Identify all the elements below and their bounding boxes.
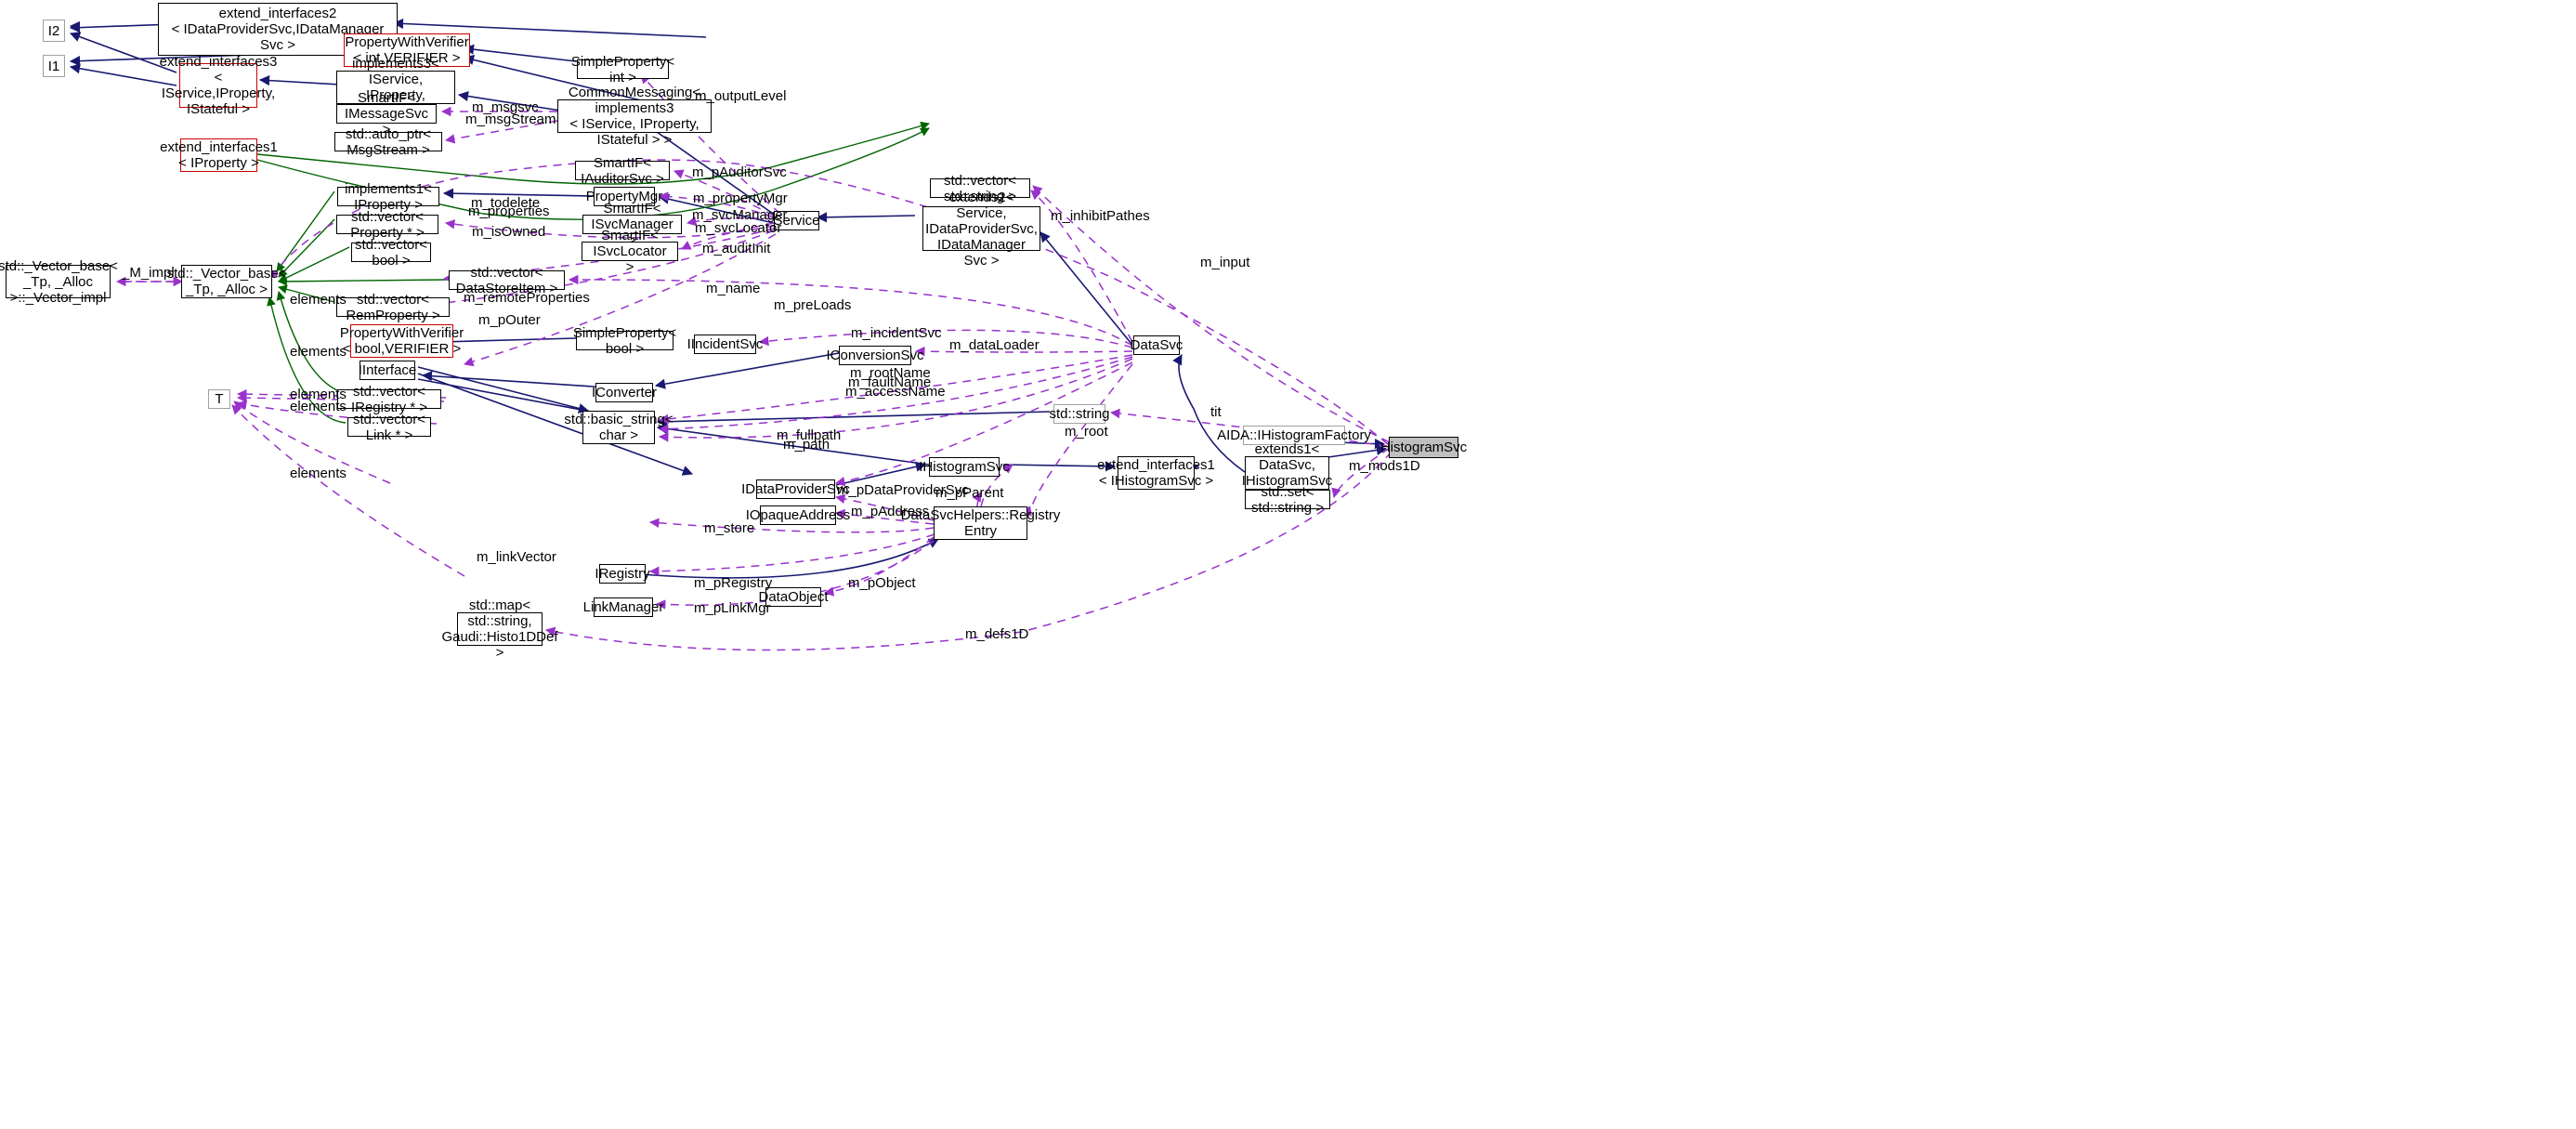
- edge-label-m_store: m_store: [704, 520, 755, 536]
- class-node-vector_datastoreitem[interactable]: std::vector< DataStoreItem >: [449, 265, 565, 296]
- edge-label-m_accessName: m_accessName: [845, 384, 946, 400]
- edge-label-m_pOuter: m_pOuter: [478, 312, 541, 328]
- edge-label-m_svcLocator: m_svcLocator: [695, 220, 782, 236]
- edge-label-elements5: elements: [290, 466, 347, 481]
- edge-label-m_faultName: m_faultName: [848, 374, 932, 390]
- edge-label-m_propertyMgr: m_propertyMgr: [693, 190, 788, 206]
- class-node-vector_link_ptr[interactable]: std::vector< Link * >: [347, 412, 431, 443]
- class-node-iincidentsvc[interactable]: IIncidentSvc: [686, 335, 764, 354]
- edge-label-m_svcManager: m_svcManager: [692, 207, 788, 223]
- class-node-dataobject[interactable]: DataObject: [758, 587, 829, 607]
- edge-label-m_pLinkMgr: m_pLinkMgr: [694, 600, 771, 616]
- class-node-property_with_verifier_int[interactable]: PropertyWithVerifier < int,VERIFIER >: [344, 33, 470, 67]
- class-node-common_messaging[interactable]: CommonMessaging< implements3 < IService,…: [557, 85, 712, 148]
- class-node-iconverter[interactable]: IConverter: [591, 383, 658, 402]
- class-node-t_box[interactable]: T: [208, 389, 230, 409]
- edge-label-m_properties: m_properties: [468, 203, 550, 219]
- edge-label-m_dataLoader: m_dataLoader: [949, 337, 1040, 353]
- class-node-extend_interfaces1_iproperty[interactable]: extend_interfaces1 < IProperty >: [160, 138, 278, 172]
- class-node-idataprovidersvc[interactable]: IDataProviderSvc: [741, 479, 850, 499]
- class-node-iregistry[interactable]: IRegistry: [595, 564, 650, 584]
- class-node-map_histo1ddef[interactable]: std::map< std::string, Gaudi::Histo1DDef…: [441, 597, 558, 661]
- class-node-basic_string_char[interactable]: std::basic_string< char >: [564, 411, 673, 444]
- edge-label-m_fullpath: m_fullpath: [777, 427, 842, 443]
- edge-label-m_pAddress: m_pAddress: [851, 504, 930, 519]
- class-node-aida_ihistogramfactory[interactable]: AIDA::IHistogramFactory: [1217, 426, 1371, 445]
- class-node-implements1_iproperty[interactable]: implements1< IProperty >: [337, 181, 439, 213]
- edge-label-m_name: m_name: [706, 281, 761, 296]
- class-node-vector_remproperty[interactable]: std::vector< RemProperty >: [336, 292, 450, 323]
- edge-label-tit: tit: [1210, 404, 1222, 420]
- class-node-datasvc[interactable]: DataSvc: [1130, 335, 1183, 355]
- edge-label-m_pObject: m_pObject: [848, 575, 916, 591]
- class-node-vector_base_impl[interactable]: std::_Vector_base< _Tp, _Alloc >::_Vecto…: [0, 257, 118, 306]
- class-node-smartif_isvclocator[interactable]: SmartIF< ISvcLocator >: [582, 228, 678, 275]
- edge-label-m_isOwned: m_isOwned: [472, 224, 546, 240]
- class-node-simple_property_bool[interactable]: SimpleProperty< bool >: [572, 324, 677, 357]
- edge-label-m_pDataProviderSvc: m_pDataProviderSvc: [837, 482, 969, 498]
- edge-label-elements3: elements: [290, 387, 347, 402]
- class-node-property_with_verifier_bool[interactable]: PropertyWithVerifier < bool,VERIFIER >: [339, 324, 464, 358]
- edge-label-m_inhibitPathes: m_inhibitPathes: [1051, 208, 1150, 224]
- class-node-i2[interactable]: I2: [43, 20, 65, 42]
- class-node-histogramsvc[interactable]: HistogramSvc: [1380, 437, 1467, 458]
- edge-label-m_rootName: m_rootName: [850, 365, 931, 381]
- edge-label-m_input: m_input: [1200, 255, 1250, 270]
- class-node-vector_property_ptr[interactable]: std::vector< Property * >: [336, 209, 438, 241]
- edge-label-m_root: m_root: [1065, 424, 1108, 440]
- class-node-ihistogramsvc[interactable]: IHistogramSvc: [919, 457, 1010, 477]
- class-node-extends1_datasvc[interactable]: extends1< DataSvc, IHistogramSvc >: [1241, 441, 1333, 505]
- edge-label-m_linkVector: m_linkVector: [477, 549, 556, 565]
- class-node-smartif_imessagesvc[interactable]: SmartIF< IMessageSvc >: [336, 90, 437, 138]
- edge-label-m_todelete: m_todelete: [471, 195, 541, 211]
- edge-label-elements1: elements: [290, 292, 347, 308]
- class-node-iinterface[interactable]: IInterface: [358, 361, 417, 380]
- class-node-vector_bool[interactable]: std::vector< bool >: [351, 237, 431, 269]
- edge-label-m_path: m_path: [783, 437, 830, 453]
- edge-label-M_impl: _M_impl: [122, 265, 175, 281]
- edge-label-m_pAuditorSvc: m_pAuditorSvc: [692, 164, 787, 180]
- class-node-extend_interfaces1_ihistogramsvc[interactable]: extend_interfaces1 < IHistogramSvc >: [1097, 456, 1215, 490]
- edge-label-m_pRegistry: m_pRegistry: [694, 575, 773, 591]
- class-node-extends2_service[interactable]: extends2< Service, IDataProviderSvc, IDa…: [922, 190, 1040, 269]
- edge-label-m_mods1D: m_mods1D: [1349, 458, 1420, 474]
- edge-label-m_msgStream: m_msgStream: [465, 112, 556, 127]
- class-node-registry_entry[interactable]: DataSvcHelpers::Registry Entry: [900, 506, 1061, 540]
- class-node-set_string[interactable]: std::set< std::string >: [1245, 484, 1330, 516]
- class-node-extend_interfaces2[interactable]: extend_interfaces2 < IDataProviderSvc,ID…: [158, 3, 398, 56]
- edge-label-m_msgsvc: m_msgsvc: [472, 99, 539, 115]
- class-node-service[interactable]: Service: [773, 211, 820, 230]
- class-node-vector_iregistry_ptr[interactable]: std::vector< IRegistry * >: [337, 384, 441, 415]
- edge-label-elements2: elements: [290, 344, 347, 360]
- edge-label-m_auditInit: m_auditInit: [702, 241, 771, 256]
- class-node-std_string[interactable]: std::string: [1049, 404, 1110, 424]
- edge-label-m_outputLevel: m_outputLevel: [695, 88, 787, 104]
- edge-label-m_preLoads: m_preLoads: [774, 297, 852, 313]
- class-node-simple_property_int[interactable]: SimpleProperty< int >: [570, 53, 675, 85]
- class-node-smartif_iauditorsvc[interactable]: SmartIF< IAuditorSvc >: [575, 155, 670, 187]
- class-node-i1[interactable]: I1: [43, 55, 65, 77]
- class-node-iopaqueaddress[interactable]: IOpaqueAddress: [745, 505, 851, 525]
- class-node-iconversionsvc[interactable]: IConversionSvc: [826, 346, 924, 365]
- edge-label-m_pParent: m_pParent: [935, 485, 1004, 501]
- class-node-vector_base[interactable]: std::_Vector_base< _Tp, _Alloc >: [166, 265, 287, 298]
- edge-label-m_defs1D: m_defs1D: [965, 626, 1029, 642]
- edge-label-m_remoteProperties: m_remoteProperties: [464, 290, 590, 306]
- class-node-property_mgr[interactable]: PropertyMgr: [585, 187, 663, 206]
- edge-label-elements4: elements: [290, 399, 347, 414]
- edge-label-m_incidentSvc: m_incidentSvc: [851, 325, 942, 341]
- class-node-extend_interfaces3[interactable]: extend_interfaces3 < IService,IProperty,…: [159, 54, 278, 117]
- class-node-linkmanager[interactable]: LinkManager: [582, 597, 664, 617]
- class-node-auto_ptr_msgstream[interactable]: std::auto_ptr< MsgStream >: [334, 126, 442, 158]
